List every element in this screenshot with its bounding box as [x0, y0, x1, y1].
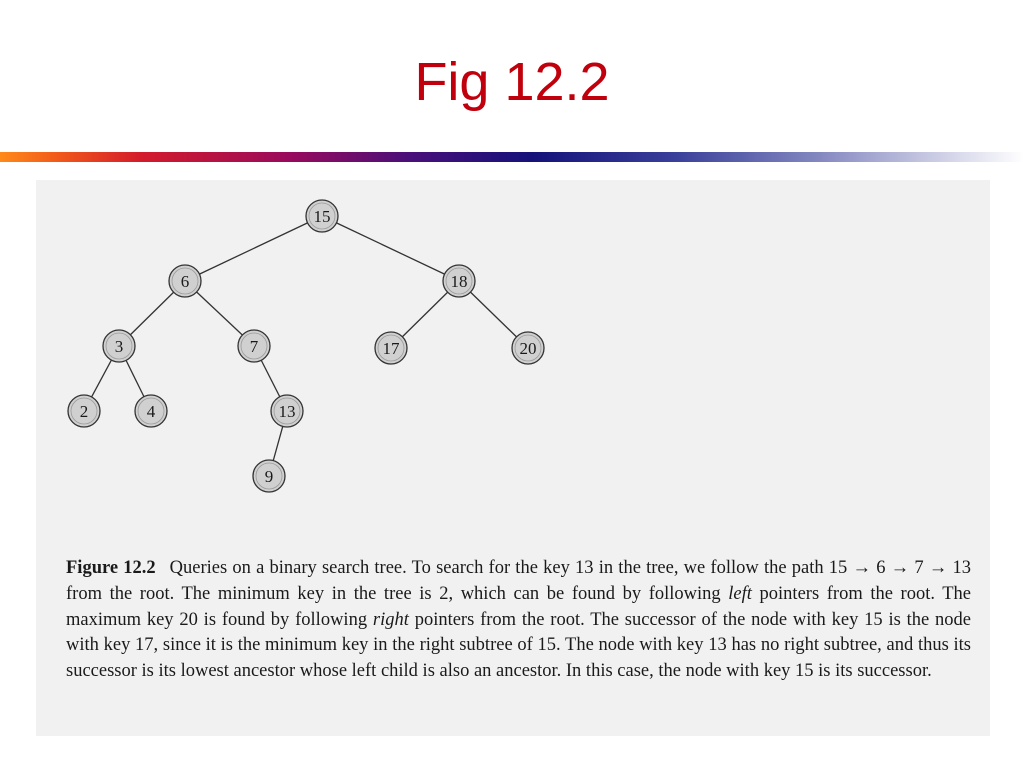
tree-node-circle	[252, 459, 286, 493]
tree-node-inner-ring	[105, 332, 133, 360]
caption-text-part-3: pointers from the root. The successor of…	[66, 609, 971, 682]
tree-node-circle	[511, 331, 545, 365]
tree-node-9: 9	[252, 459, 286, 493]
tree-node-inner-ring	[70, 397, 98, 425]
binary-search-tree-diagram: 15 6 18 3 7 17 20 2 4 13 9	[67, 199, 545, 493]
tree-node-15: 15	[305, 199, 339, 233]
tree-node-circle	[270, 394, 304, 428]
tree-edge-3-4	[125, 360, 145, 397]
tree-edge-7-13	[260, 359, 281, 398]
tree-node-label: 3	[115, 337, 124, 356]
tree-node-label: 7	[250, 337, 259, 356]
tree-node-20: 20	[511, 331, 545, 365]
tree-node-17: 17	[374, 331, 408, 365]
tree-node-label: 13	[279, 402, 296, 421]
tree-node-label: 4	[147, 402, 156, 421]
tree-node-4: 4	[134, 394, 168, 428]
tree-node-inner-ring	[171, 267, 199, 295]
caption-emphasis-right: right	[372, 609, 409, 630]
tree-node-circle	[442, 264, 476, 298]
tree-node-circle	[168, 264, 202, 298]
tree-node-inner-ring	[377, 334, 405, 362]
tree-node-label: 18	[451, 272, 468, 291]
tree-edge-6-3	[129, 291, 175, 336]
tree-node-circle	[237, 329, 271, 363]
tree-edge-6-7	[196, 291, 243, 336]
tree-node-3: 3	[102, 329, 136, 363]
tree-node-18: 18	[442, 264, 476, 298]
tree-node-circle	[134, 394, 168, 428]
tree-node-label: 2	[80, 402, 89, 421]
title-divider-bar	[0, 152, 1024, 162]
tree-node-inner-ring	[240, 332, 268, 360]
caption-text-part-2: pointers from the root. The maximum key …	[66, 583, 971, 630]
tree-node-inner-ring	[445, 267, 473, 295]
tree-node-circle	[374, 331, 408, 365]
tree-node-inner-ring	[308, 202, 336, 230]
tree-node-label: 6	[181, 272, 190, 291]
caption-text-part-1: Queries on a binary search tree. To sear…	[66, 558, 972, 604]
caption-figure-label: Figure 12.2	[66, 558, 156, 578]
tree-edge-13-9	[272, 426, 284, 461]
tree-node-inner-ring	[255, 462, 283, 490]
tree-node-circle	[305, 199, 339, 233]
tree-node-7: 7	[237, 329, 271, 363]
tree-node-inner-ring	[137, 397, 165, 425]
tree-node-inner-ring	[273, 397, 301, 425]
tree-node-6: 6	[168, 264, 202, 298]
tree-node-2: 2	[67, 394, 101, 428]
tree-node-label: 9	[265, 467, 274, 486]
tree-node-13: 13	[270, 394, 304, 428]
tree-edge-15-6	[199, 222, 308, 275]
caption-emphasis-left: left	[728, 583, 752, 604]
tree-node-label: 17	[383, 339, 401, 358]
tree-edge-18-17	[401, 291, 449, 338]
slide-title: Fig 12.2	[414, 52, 610, 112]
tree-edge-18-20	[470, 291, 517, 338]
tree-node-label: 20	[520, 339, 537, 358]
tree-node-circle	[67, 394, 101, 428]
tree-edge-15-18	[336, 222, 445, 275]
tree-node-inner-ring	[514, 334, 542, 362]
tree-node-label: 15	[314, 207, 331, 226]
tree-edge-3-2	[91, 359, 112, 398]
tree-node-circle	[102, 329, 136, 363]
